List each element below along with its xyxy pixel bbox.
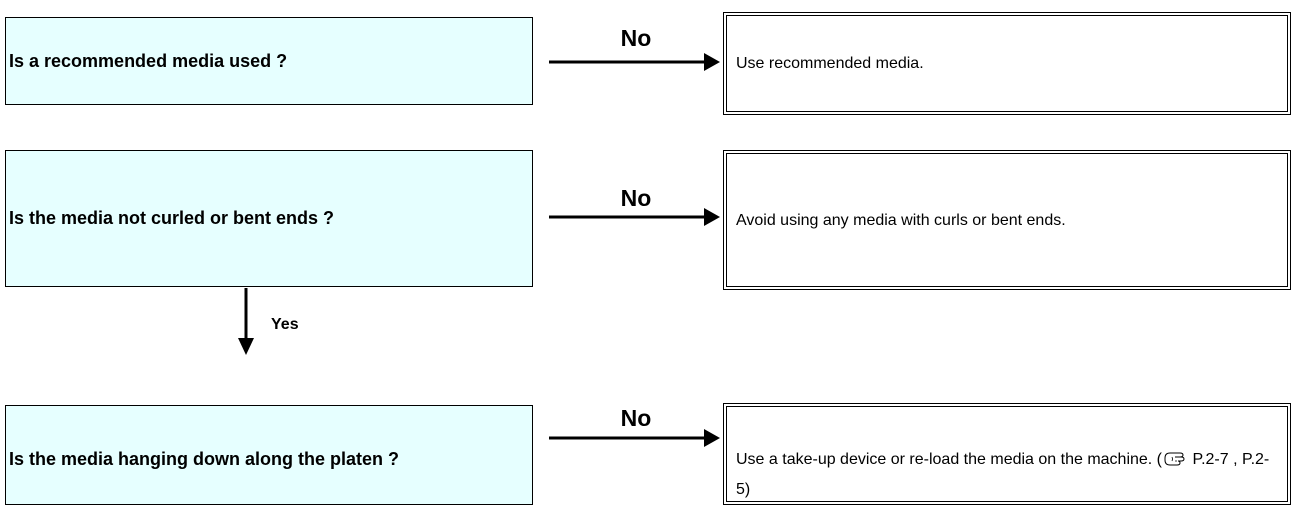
no-label-1: No <box>620 25 652 51</box>
answer-box-3: Use a take-up device or re-load the medi… <box>723 403 1291 505</box>
answer-text-1: Use recommended media. <box>736 55 924 72</box>
answer-text-3: Use a take-up device or re-load the medi… <box>736 446 1277 503</box>
question-text-3: Is the media hanging down along the plat… <box>9 449 400 469</box>
question-text-2: Is the media not curled or bent ends ? <box>9 208 335 228</box>
yes-arrow <box>238 288 254 355</box>
no-arrow-2 <box>549 208 720 226</box>
answer-text-3-suffix: P.2-7 , P.2-5) <box>736 451 1270 498</box>
question-box-1: Is a recommended media used ? <box>5 17 533 105</box>
no-label-3: No <box>620 405 652 431</box>
question-text-1: Is a recommended media used ? <box>9 50 288 71</box>
no-arrow-1 <box>549 53 720 71</box>
answer-box-2: Avoid using any media with curls or bent… <box>723 150 1291 290</box>
answer-text-3-prefix: Use a take-up device or re-load the medi… <box>736 451 1163 468</box>
answer-text-2: Avoid using any media with curls or bent… <box>736 211 1066 229</box>
no-label-2: No <box>620 185 652 211</box>
answer-box-1: Use recommended media. <box>723 12 1291 115</box>
question-box-3: Is the media hanging down along the plat… <box>5 405 533 505</box>
pointing-hand-reference-icon <box>1164 449 1186 476</box>
no-arrow-3 <box>549 429 720 447</box>
question-box-2: Is the media not curled or bent ends ? <box>5 150 533 287</box>
yes-label: Yes <box>271 316 299 333</box>
